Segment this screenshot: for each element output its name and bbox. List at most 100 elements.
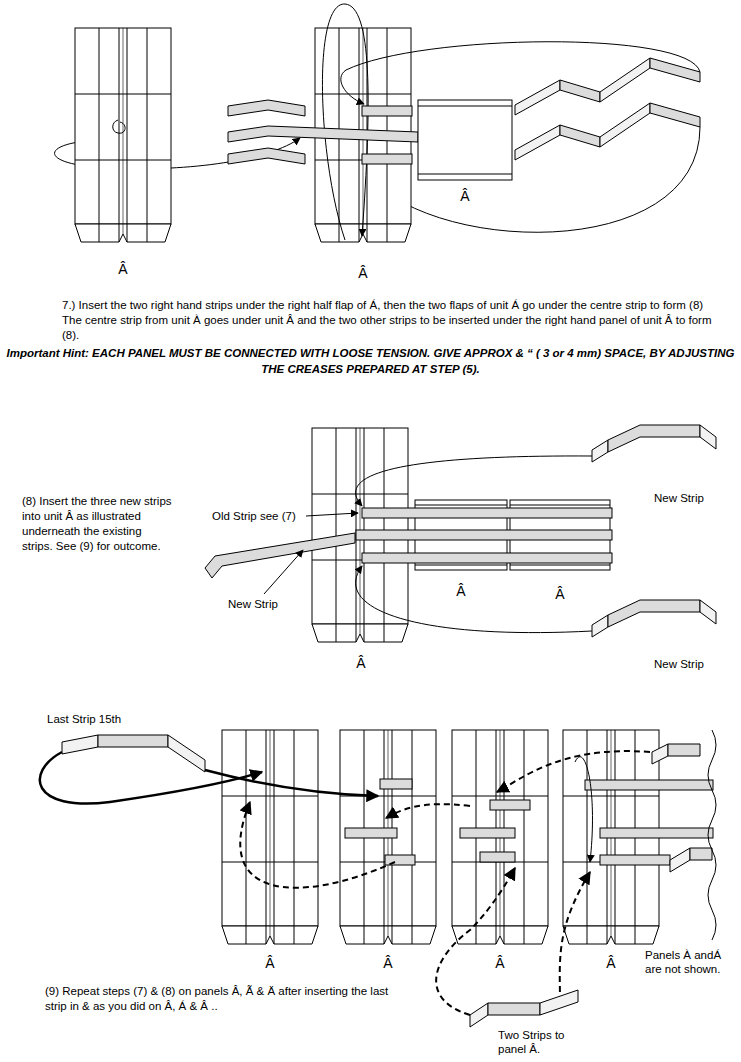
step-text: (9) Repeat steps (7) & (8) on panels Â, … [45, 984, 405, 1014]
strip-face [470, 1003, 488, 1027]
insert-arrow [341, 42, 700, 104]
unit-label: Â [312, 655, 410, 671]
strips [205, 425, 716, 637]
strip [345, 828, 397, 838]
strip [380, 779, 412, 789]
last-strip [62, 735, 205, 772]
strip [228, 126, 418, 142]
insert-arrow [560, 872, 590, 1002]
strip [490, 800, 530, 810]
strip-face [515, 80, 560, 115]
square-unit: Â [415, 500, 507, 570]
insert-arrow [240, 802, 395, 888]
panel-unit: Â [75, 28, 171, 244]
zigzag-strips [515, 58, 700, 160]
square-unit [418, 100, 512, 180]
callout-label: New Strip [654, 491, 704, 506]
strip-face [652, 744, 668, 764]
strip-face [62, 735, 98, 754]
strip [356, 530, 612, 540]
strip [362, 154, 412, 164]
unit-label: Â [340, 955, 436, 971]
strip-face [700, 600, 716, 624]
strip-face [98, 735, 168, 747]
strip-face [592, 440, 608, 462]
strip-face [488, 1003, 540, 1015]
strip [585, 780, 713, 790]
note-text: Panels À andÁ are not shown. [645, 948, 733, 976]
strips [228, 100, 418, 164]
insert-arrow [356, 456, 592, 506]
strip-face [650, 103, 700, 127]
unit-label: Â [418, 188, 512, 204]
strip [362, 553, 612, 563]
two-strips [470, 990, 578, 1027]
break-line [708, 730, 716, 940]
strip-face [515, 125, 560, 160]
unit-label: Â [415, 583, 507, 599]
unit-label: Â [315, 265, 411, 281]
strips [345, 744, 713, 872]
leader-line [306, 513, 358, 516]
panel [222, 730, 318, 944]
strip-face [670, 848, 690, 872]
panel-unit: Â [340, 730, 436, 946]
callout-label: New Strip [228, 597, 278, 612]
leader-line [264, 550, 303, 594]
twist-mark [113, 120, 125, 133]
tuck-arrow [575, 757, 592, 862]
strip [600, 855, 670, 865]
strip-face [668, 744, 700, 756]
hint-text: Important Hint: EACH PANEL MUST BE CONNE… [4, 345, 737, 377]
strip-face [560, 125, 600, 147]
insert-arrow [436, 868, 515, 1015]
strip [228, 148, 305, 164]
insert-arrow [40, 752, 262, 804]
unit-label: Â [452, 955, 548, 971]
panel [75, 28, 171, 242]
strip [362, 106, 412, 116]
strip-face [592, 615, 608, 637]
callout-label: Last Strip 15th [47, 712, 121, 727]
strip-face [600, 58, 650, 102]
unit-label: Â [75, 261, 171, 277]
strip [600, 828, 713, 838]
strip-face [608, 425, 700, 452]
callout-label: New Strip [654, 657, 704, 672]
tuck-arrow [322, 4, 368, 240]
step-text: 7.) Insert the two right hand strips und… [62, 298, 712, 343]
insert-arrow [386, 804, 470, 818]
panel-unit: Â [452, 730, 548, 946]
square-unit: Â [418, 100, 512, 180]
square-unit: Â [510, 500, 610, 570]
strip [460, 828, 515, 838]
strip [228, 100, 305, 116]
insert-arrow [497, 751, 650, 792]
new-strip [205, 533, 355, 578]
strip-face [168, 735, 205, 772]
unit-edge [418, 106, 512, 174]
strip-face [608, 600, 700, 627]
panel-unit: Â [222, 730, 318, 946]
dashed-arrows [240, 751, 650, 1015]
panel [340, 730, 436, 944]
strip-face [600, 103, 650, 147]
strip [480, 852, 515, 862]
unit-label: Â [563, 955, 659, 971]
panel [452, 730, 548, 944]
callout-label: Two Strips to panel Â. [498, 1028, 578, 1056]
strip-face [560, 80, 600, 102]
panel-unit: Â [315, 28, 411, 244]
panel-unit: Â [312, 428, 410, 644]
insert-arrow [205, 770, 378, 796]
strip-face [650, 58, 700, 82]
strip [362, 508, 612, 518]
strip-face [690, 848, 712, 860]
callout-label: Old Strip see (7) [212, 509, 296, 524]
strip-face [700, 425, 716, 449]
panel-unit: Â [563, 730, 659, 946]
unit-label: Â [222, 955, 318, 971]
strip-face [540, 990, 578, 1015]
